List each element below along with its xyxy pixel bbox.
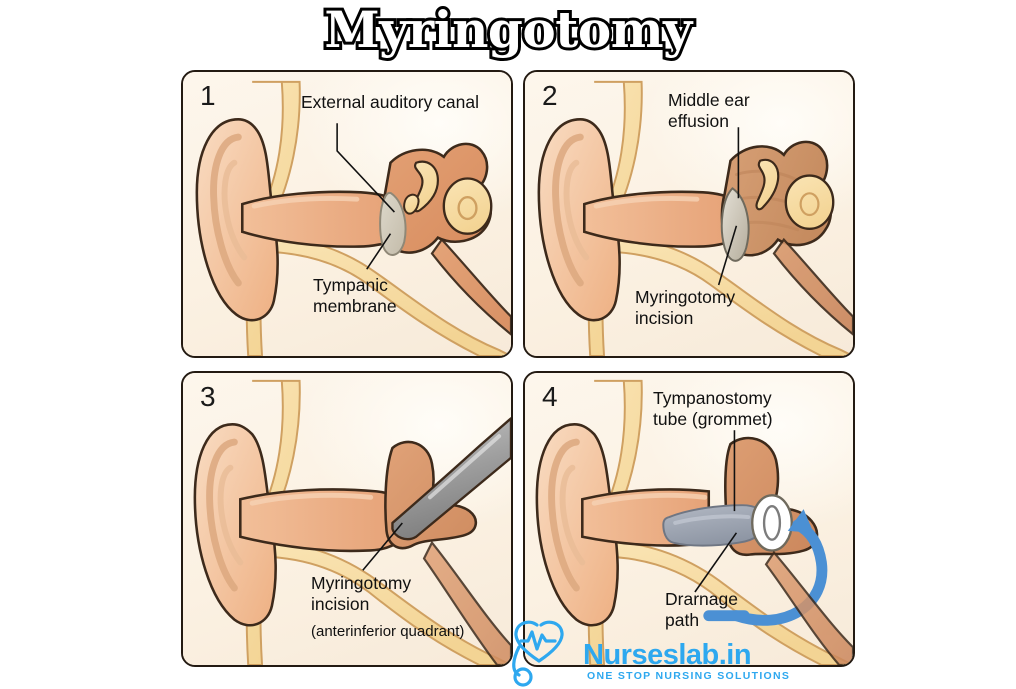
label-middle-ear-effusion: Middle ear effusion [668,90,750,131]
page-title-area: Myringotomy [0,0,1016,61]
watermark-tagline: ONE STOP NURSING SOLUTIONS [587,670,791,682]
heart-stethoscope-icon [512,620,564,687]
grommet-illustration [535,379,853,665]
watermark-brand: Nurseslab.in [583,639,752,671]
ear-effusion-illustration [537,80,853,356]
page-title: Myringotomy [321,0,695,61]
panel-4-tympanostomy-tube: 4 [523,371,855,667]
label-myringotomy-incision: Myringotomy incision [635,287,736,328]
label-external-auditory-canal: External auditory canal [301,92,480,112]
panel-number: 2 [542,80,558,111]
myringotomy-knife-illustration [193,379,511,665]
panel-number: 3 [200,381,216,412]
panel-number: 1 [200,80,216,111]
panel-3-incision-procedure: 3 [181,371,513,667]
panel-2-middle-ear-effusion: 2 [523,70,855,358]
label-tympanostomy-tube: Tympanostomy tube (grommet) [653,388,773,429]
watermark: Nurseslab.in ONE STOP NURSING SOLUTIONS [505,617,805,689]
panel-1-normal-anatomy: 1 [181,70,513,358]
label-drainage-path: Drarnage path [665,589,738,630]
ear-anatomy-illustration [195,80,511,356]
panel-number: 4 [542,381,558,412]
label-tympanic-membrane: Tympanic membrane [313,275,397,316]
label-myringotomy-incision: Myringotomy incision [311,573,412,614]
label-quadrant-note: (anterinferior quadrant) [311,623,465,640]
